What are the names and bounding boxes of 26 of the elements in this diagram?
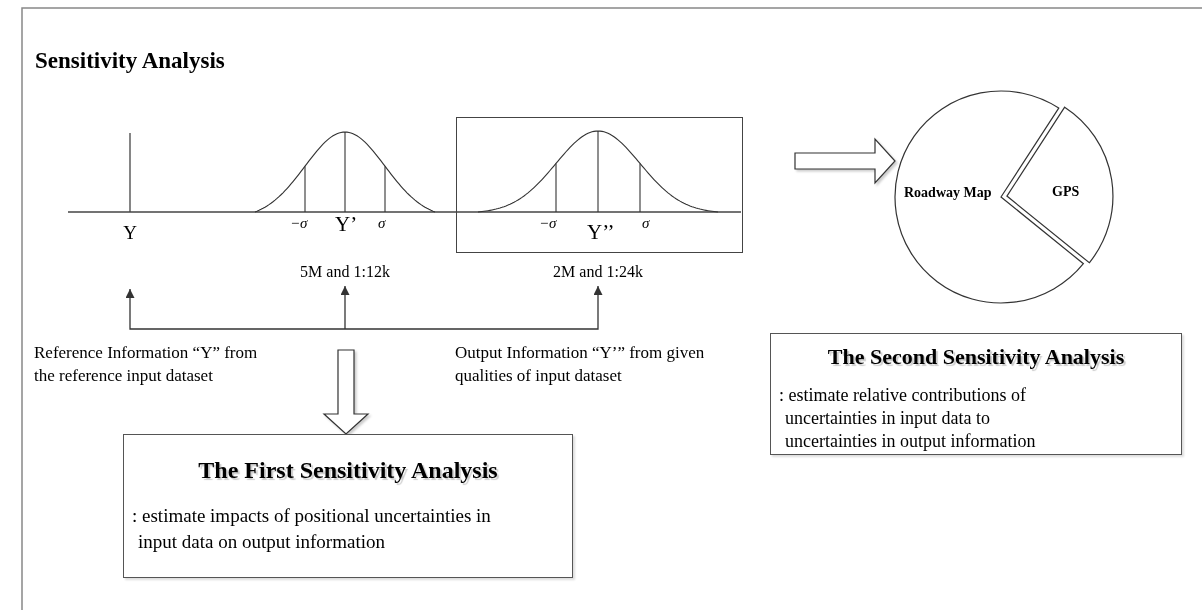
box-heading: The Second Sensitivity Analysis [826, 344, 1126, 370]
sigma-label: σ [642, 215, 650, 232]
box-description: : estimate relative contributions of uncertainties in input data to uncertainties in output information [779, 384, 1037, 453]
annotation-text: Output Information “Y’” from given qualities of input dataset [455, 342, 706, 387]
block-arrow [794, 137, 896, 185]
arrow [125, 288, 346, 330]
annotation-text: Reference Information “Y” from the reference input dataset [34, 342, 259, 387]
distribution-box [456, 117, 743, 253]
sigma-label: −σ [539, 215, 557, 232]
diagram-title: Sensitivity Analysis [35, 48, 225, 74]
sigma-label: σ [378, 215, 386, 232]
axis-value: 5M and 1:12k [290, 263, 400, 283]
analysis-box [123, 434, 573, 578]
block-arrow [322, 349, 370, 435]
sigma-label: −σ [290, 215, 308, 232]
analysis-box [770, 333, 1182, 455]
box-description: : estimate impacts of positional uncertainties in input data on output information [132, 504, 492, 554]
slice-label: GPS [1052, 184, 1080, 200]
axis-value: 2M and 1:24k [543, 263, 653, 283]
slice-label: Roadway Map [904, 185, 992, 201]
mean-label: Y’ [335, 212, 358, 237]
box-heading: The First Sensitivity Analysis [197, 457, 499, 484]
arrow [344, 285, 603, 330]
arrow [340, 285, 350, 330]
mean-label: Y’’ [587, 220, 615, 245]
axis-value: Y [118, 222, 142, 248]
